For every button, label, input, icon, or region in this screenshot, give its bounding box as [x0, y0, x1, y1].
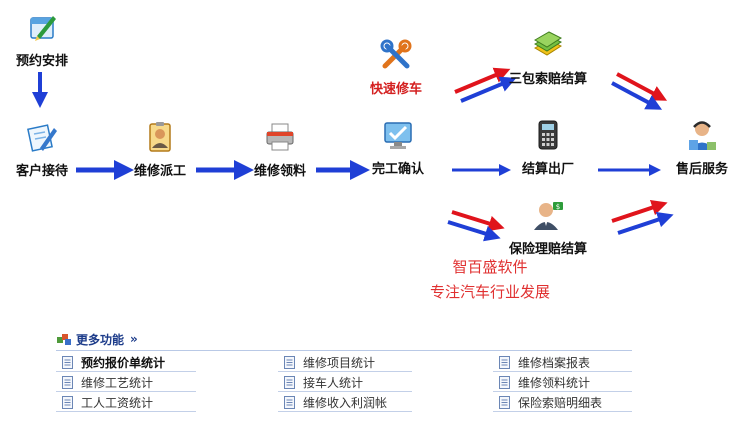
- worker-badge-icon: [149, 122, 171, 152]
- function-label: 保险索赔明细表: [518, 395, 603, 410]
- agent-icon: $: [534, 202, 563, 230]
- function-label: 维修工艺统计: [81, 375, 154, 390]
- arrow-completion-insurance: [447, 210, 505, 242]
- node-label: 售后服务: [675, 162, 728, 177]
- node-label: 客户接待: [15, 164, 68, 179]
- function-label: 维修领料统计: [518, 375, 591, 390]
- node-label: 维修派工: [133, 164, 186, 179]
- monitor-check-icon: [384, 122, 412, 149]
- function-label: 维修收入利润帐: [303, 395, 388, 410]
- tools-icon: [380, 39, 412, 69]
- document-icon: [499, 355, 510, 369]
- more-functions-panel: 更多功能 » 预约报价单统计 维修工艺统计 工人工资统计 维修项目统计 接车人统…: [56, 330, 636, 415]
- function-label: 维修项目统计: [303, 355, 376, 370]
- function-link[interactable]: 接车人统计: [278, 373, 412, 392]
- slogan-tagline: 专注汽车行业发展: [429, 283, 550, 301]
- svg-text:$: $: [556, 203, 560, 211]
- node-label: 三包索赔结算: [508, 72, 587, 87]
- function-link[interactable]: 维修项目统计: [278, 353, 412, 372]
- function-link[interactable]: 维修收入利润帐: [278, 393, 412, 412]
- document-icon: [62, 395, 73, 409]
- more-functions-expand[interactable]: »: [130, 332, 138, 346]
- clipboard-pen-icon: [27, 124, 57, 152]
- function-label: 工人工资统计: [81, 395, 154, 410]
- more-functions-grid: 预约报价单统计 维修工艺统计 工人工资统计 维修项目统计 接车人统计 维修收入利…: [56, 353, 636, 415]
- divider: [56, 350, 632, 351]
- document-icon: [62, 355, 73, 369]
- function-link[interactable]: 维修工艺统计: [56, 373, 196, 392]
- function-link[interactable]: 工人工资统计: [56, 393, 196, 412]
- arrow-completion-warranty: [454, 67, 517, 103]
- node-label: 维修领料: [253, 164, 306, 179]
- cash-stack-icon: [534, 31, 563, 56]
- node-label: 保险理赔结算: [508, 242, 587, 257]
- function-link[interactable]: 预约报价单统计: [56, 353, 196, 372]
- service-agent-icon: [689, 121, 716, 150]
- cubes-icon: [57, 334, 71, 345]
- document-icon: [62, 375, 73, 389]
- arrow-warranty-aftersales: [611, 72, 668, 110]
- document-icon: [499, 375, 510, 389]
- node-label: 快速修车: [369, 82, 422, 97]
- arrow-insurance-aftersales: [611, 199, 674, 235]
- function-link[interactable]: 维修档案报表: [493, 353, 632, 372]
- document-icon: [284, 375, 295, 389]
- document-icon: [499, 395, 510, 409]
- slogan-company: 智百盛软件: [452, 258, 528, 276]
- document-icon: [284, 395, 295, 409]
- calendar-pen-icon: [30, 16, 56, 41]
- node-label: 结算出厂: [521, 162, 574, 177]
- function-label: 维修档案报表: [518, 355, 591, 370]
- more-functions-title: 更多功能: [76, 332, 125, 347]
- function-link[interactable]: 保险索赔明细表: [493, 393, 632, 412]
- printer-icon: [266, 123, 294, 151]
- node-label: 完工确认: [371, 162, 424, 177]
- more-functions-header: 更多功能 »: [56, 330, 636, 348]
- node-label: 预约安排: [15, 54, 68, 69]
- function-link[interactable]: 维修领料统计: [493, 373, 632, 392]
- document-icon: [284, 355, 295, 369]
- function-label: 预约报价单统计: [81, 355, 166, 370]
- function-label: 接车人统计: [303, 375, 364, 390]
- card-terminal-icon: [538, 120, 558, 150]
